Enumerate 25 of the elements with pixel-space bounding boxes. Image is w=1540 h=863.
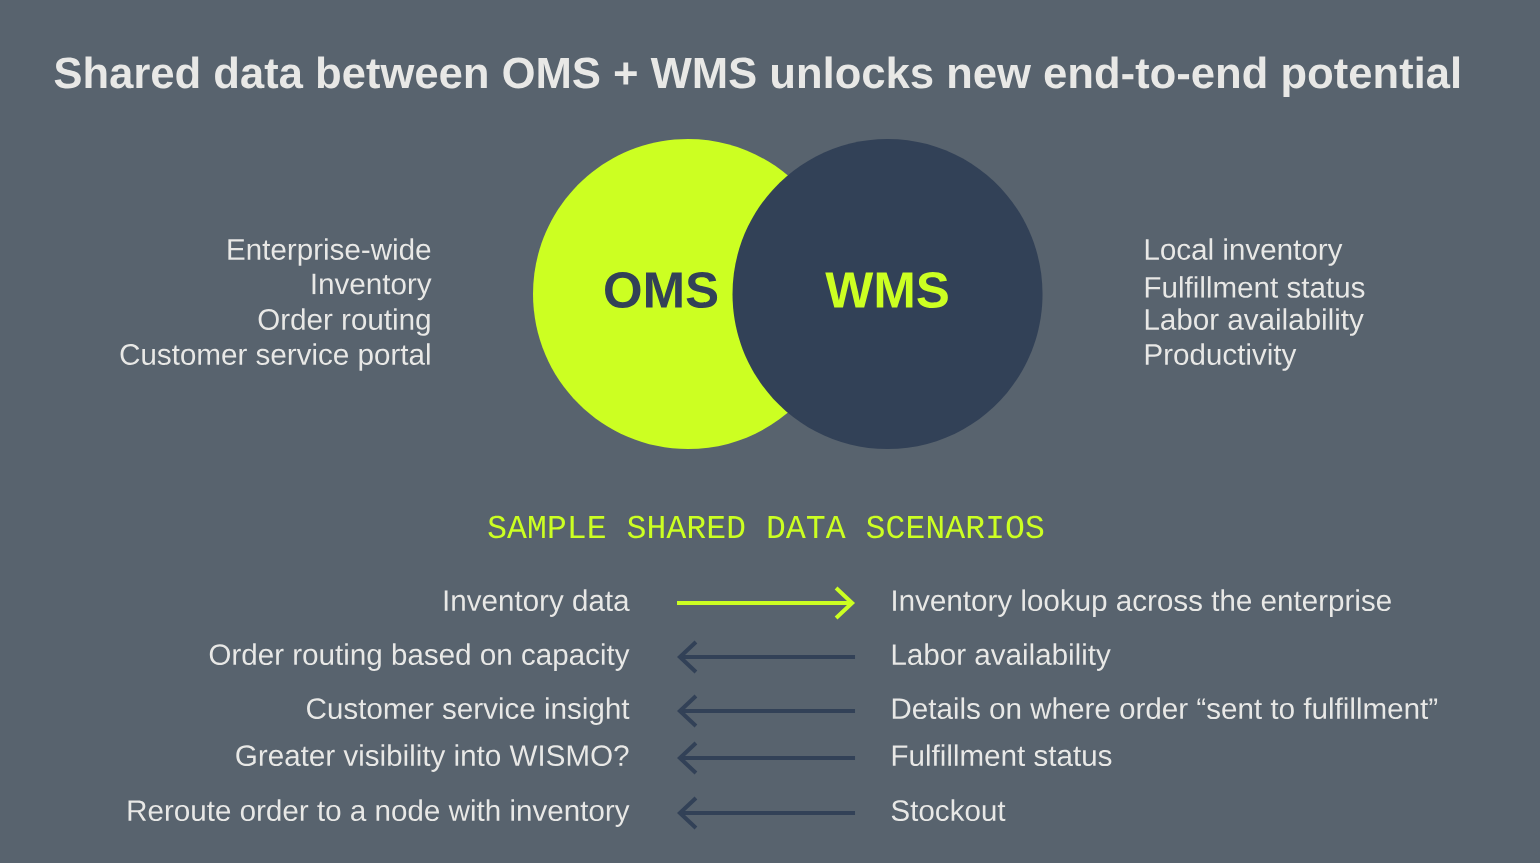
scenario-text: Order routing based on capacity xyxy=(209,643,630,671)
scenario-text: Labor availability xyxy=(892,643,1111,671)
scenario-text: Stockout xyxy=(891,799,1006,822)
arrow xyxy=(677,694,855,728)
scenario-text: Reroute order to a node with inventory xyxy=(128,799,630,827)
feature-text: Fulfillment status xyxy=(1145,276,1365,298)
scenario-text: Details on where order “sent to fulfillment” xyxy=(892,697,1438,720)
arrow xyxy=(677,640,855,674)
title: Shared data between OMS + WMS unlocks new end-to-end potential xyxy=(54,56,1460,98)
scenario-text: Customer service insight xyxy=(307,697,630,725)
feature-text: Labor availability xyxy=(1145,308,1364,336)
feature-text: Productivity xyxy=(1145,343,1297,371)
feature-text: Local inventory xyxy=(1145,238,1343,266)
scenario-text: Inventory lookup across the enterprise xyxy=(893,589,1391,617)
scenario-text: Fulfillment status xyxy=(892,744,1112,767)
arrow xyxy=(677,796,855,830)
feature-text: Customer service portal xyxy=(120,343,430,371)
feature-text: Inventory xyxy=(312,273,432,301)
arrow xyxy=(677,586,855,620)
section-heading: SAMPLE SHARED DATA SCENARIOS xyxy=(488,515,1044,539)
scenario-text: Inventory data xyxy=(444,589,630,617)
arrow xyxy=(677,741,855,775)
feature-text: Enterprise-wide xyxy=(228,238,431,266)
feature-text: Order routing xyxy=(258,308,430,336)
scenario-text: Greater visibility into WISMO? xyxy=(236,744,629,772)
